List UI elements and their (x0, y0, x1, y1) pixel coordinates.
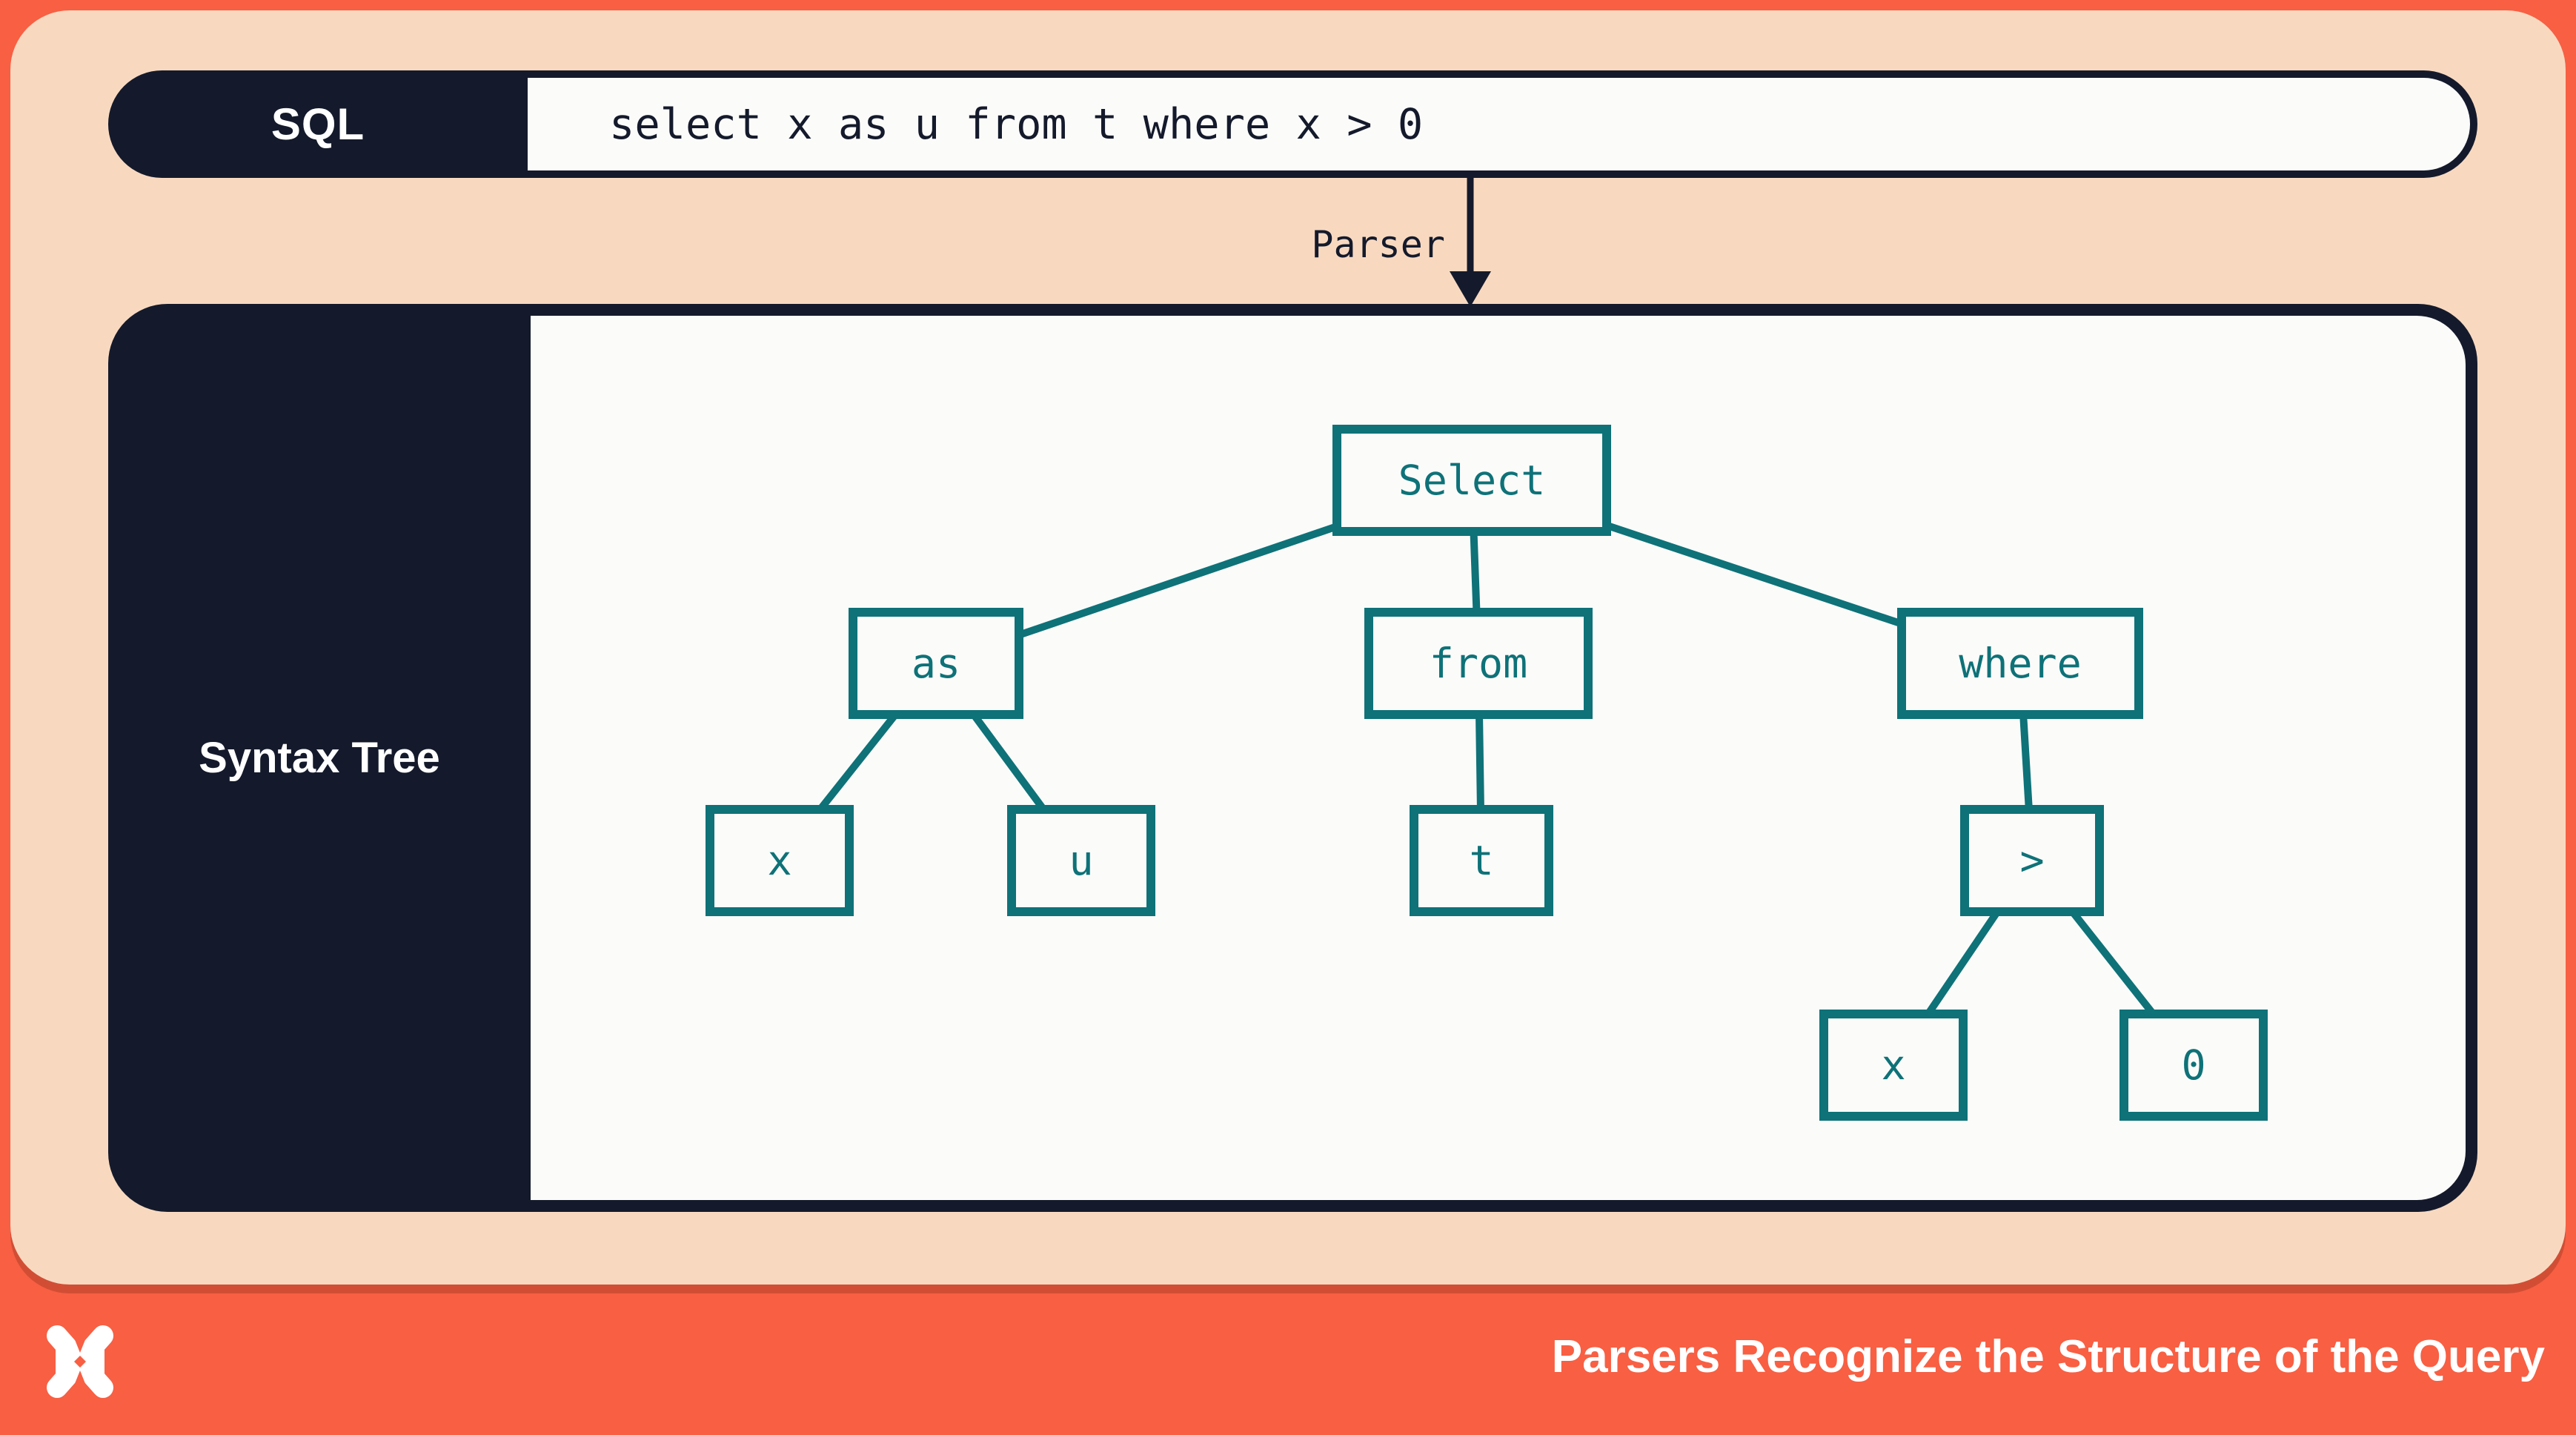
tree-node-gt: > (1960, 805, 2104, 916)
tree-node-where: where (1897, 608, 2143, 719)
sql-bar-label: SQL (270, 99, 365, 149)
parser-arrow-line (1467, 176, 1474, 276)
logo-diamond-hole (74, 1356, 86, 1368)
footer: Parsers Recognize the Structure of the Q… (0, 1285, 2576, 1435)
parser-arrow-icon (1450, 176, 1491, 307)
logo-top-notch (70, 1327, 90, 1353)
logo-x-icon (47, 1325, 113, 1398)
logo-bottom-notch (70, 1371, 90, 1396)
tree-node-select: Select (1332, 425, 1611, 536)
tree-node-as: as (849, 608, 1023, 719)
tree-node-u: u (1007, 805, 1155, 916)
parser-label: Parser (1311, 223, 1445, 266)
tree-node-x1: x (706, 805, 854, 916)
sql-query-field: select x as u from t where x > 0 (528, 78, 2470, 170)
tree-node-zero: 0 (2119, 1010, 2268, 1121)
sql-bar: SQL select x as u from t where x > 0 (108, 70, 2477, 178)
tree-node-from: from (1364, 608, 1593, 719)
footer-title: Parsers Recognize the Structure of the Q… (1551, 1331, 2545, 1382)
tree-node-x2: x (1819, 1010, 1968, 1121)
syntax-tree-panel-label: Syntax Tree (199, 734, 440, 782)
tree-node-t: t (1410, 805, 1553, 916)
parser-arrow-head (1450, 271, 1491, 307)
sql-query-text: select x as u from t where x > 0 (609, 99, 1424, 149)
